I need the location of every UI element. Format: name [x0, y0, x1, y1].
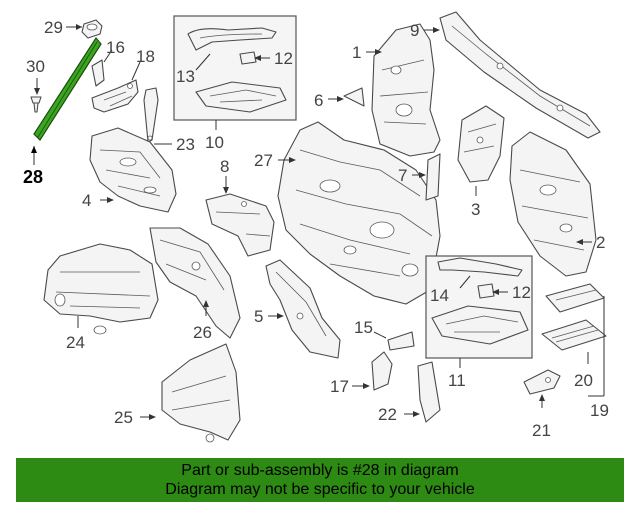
part-1-panel[interactable]: [371, 23, 441, 157]
callout-10: 10: [205, 133, 224, 152]
callout-6: 6: [314, 91, 323, 110]
part-30-screw[interactable]: [30, 96, 42, 113]
part-15-bracket[interactable]: [387, 331, 415, 351]
callout-21: 21: [532, 421, 551, 440]
callout-28: 28: [23, 167, 43, 187]
banner-line-1: Part or sub-assembly is #28 in diagram: [181, 462, 459, 479]
callout-18: 18: [136, 47, 155, 66]
callout-16: 16: [106, 38, 125, 57]
part-13-seal[interactable]: [187, 27, 277, 51]
part-16-bracket[interactable]: [91, 59, 105, 87]
callout-1: 1: [352, 43, 361, 62]
info-banner: Part or sub-assembly is #28 in diagram D…: [16, 458, 624, 502]
part-21-clip[interactable]: [523, 369, 561, 395]
part-11-tray[interactable]: [431, 305, 529, 345]
part-29-nut[interactable]: [81, 19, 103, 39]
callout-23: 23: [176, 135, 195, 154]
part-12-clip[interactable]: [239, 51, 257, 65]
inset-box-10: [173, 15, 297, 121]
part-17-bracket[interactable]: [371, 351, 393, 391]
callout-22: 22: [378, 405, 397, 424]
callout-17: 17: [330, 377, 349, 396]
part-5-frame-rail[interactable]: [265, 259, 341, 359]
part-26-rail[interactable]: [149, 227, 241, 339]
part-27-firewall[interactable]: [277, 121, 441, 305]
callout-29: 29: [44, 18, 63, 37]
callout-8: 8: [220, 157, 229, 176]
callout-14: 14: [430, 286, 449, 305]
part-20-filter-upper[interactable]: [545, 283, 605, 313]
part-23-rod[interactable]: [143, 87, 159, 143]
parts-diagram: 29 28 30 16 18 23 4: [23, 11, 609, 443]
part-3-insulator[interactable]: [457, 105, 505, 183]
callout-25: 25: [114, 408, 133, 427]
part-10-tray[interactable]: [195, 81, 287, 113]
callout-26: 26: [193, 323, 212, 342]
callout-15: 15: [354, 318, 373, 337]
part-25-lower-panel[interactable]: [161, 343, 241, 443]
callout-20: 20: [574, 371, 593, 390]
callout-3: 3: [471, 200, 480, 219]
part-2-insulator[interactable]: [509, 131, 597, 277]
callout-2: 2: [596, 233, 605, 252]
part-18-bracket[interactable]: [91, 79, 139, 113]
part-8-cover[interactable]: [205, 193, 275, 257]
callout-11: 11: [448, 371, 466, 390]
part-6-bracket[interactable]: [343, 87, 365, 107]
banner-line-2: Diagram may not be specific to your vehi…: [165, 481, 475, 498]
part-14-seal[interactable]: [437, 257, 523, 277]
part-7-bracket[interactable]: [425, 153, 441, 201]
part-24-wheelhouse[interactable]: [43, 243, 159, 335]
callout-13: 13: [176, 67, 195, 86]
callout-7: 7: [398, 166, 407, 185]
part-9-cowl[interactable]: [439, 11, 601, 139]
part-12-clip-b[interactable]: [477, 283, 495, 299]
callout-24: 24: [66, 333, 85, 352]
part-4-side-panel[interactable]: [89, 127, 177, 213]
part-22-bracket[interactable]: [417, 361, 441, 423]
callout-12b: 12: [512, 283, 531, 302]
callout-27: 27: [254, 151, 273, 170]
callout-9: 9: [410, 21, 419, 40]
callout-12a: 12: [274, 49, 293, 68]
part-20-filter[interactable]: [541, 319, 607, 351]
callout-30: 30: [26, 57, 45, 76]
callout-19: 19: [590, 401, 609, 420]
inset-box-11: [425, 255, 533, 359]
callout-4: 4: [82, 191, 91, 210]
part-28-seal-strip[interactable]: [33, 36, 102, 141]
callout-5: 5: [254, 307, 263, 326]
